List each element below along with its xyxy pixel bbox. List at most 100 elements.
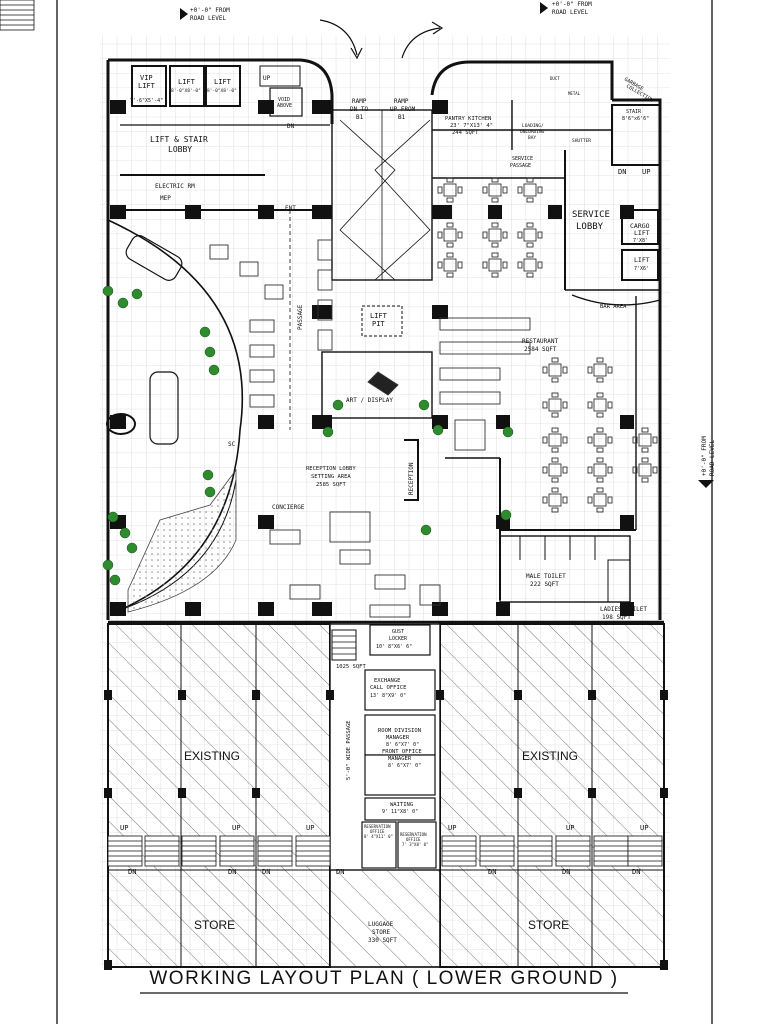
void-label: VOID <box>278 97 290 103</box>
reservation1-label: RESERVATION <box>364 824 391 829</box>
void-label-2: ABOVE <box>277 103 292 109</box>
lift-pit-label: LIFT <box>370 312 388 320</box>
ramp-up-label-3: B1 <box>398 114 406 121</box>
lower-ground-upper-block <box>106 58 664 624</box>
structural-columns <box>110 100 634 616</box>
lift-stair-lobby-label-2: LOBBY <box>168 145 192 154</box>
waiting-label: WAITING <box>390 802 413 808</box>
stair-up-3: UP <box>306 824 314 832</box>
stair-up-2: UP <box>232 824 240 832</box>
lower-columns <box>104 690 668 970</box>
loading-label: LOADING/ <box>522 123 544 129</box>
cargo-lift-size: 7'X8' <box>633 238 648 244</box>
reservation2-label: RESERVATION <box>400 832 427 837</box>
room-division-label: ROOM DIVISION <box>378 728 421 734</box>
front-office-size: 8' 6"X7' 0" <box>388 763 421 769</box>
cargo-lift-label: CARGO <box>630 222 650 230</box>
vip-lift-size: 7'-6"X5'-4" <box>130 98 163 104</box>
stair-dn-1: DN <box>128 868 136 876</box>
stair-up-5: UP <box>566 824 574 832</box>
male-toilet-label: MALE TOILET <box>526 573 566 580</box>
ladies-toilet-area: 198 SQFT <box>602 614 631 621</box>
front-office-label: FRONT OFFICE <box>382 749 422 755</box>
reception-lobby-label-2: SETTING AREA <box>311 474 351 480</box>
stair-dn-2: DN <box>228 868 236 876</box>
level-note-top-right-2: ROAD LEVEL <box>552 9 589 16</box>
stair-dn-top: DN <box>287 123 295 130</box>
stair-tr-label: STAIR <box>626 109 642 115</box>
ramp-direction-arrows <box>319 19 444 60</box>
stair-dn-7: DN <box>632 868 640 876</box>
duct-label: DUCT <box>550 76 560 81</box>
service-lobby-label-2: LOBBY <box>576 222 604 232</box>
reception-lobby-label: RECEPTION LOBBY <box>306 466 356 472</box>
luggage-area: 330 SQFT <box>368 937 397 944</box>
sc-label: SC <box>228 441 236 448</box>
lift3-size: 7'X6' <box>634 266 649 272</box>
exchange-label-2: CALL OFFICE <box>370 685 406 691</box>
planters <box>102 285 514 586</box>
reception-label: RECEPTION <box>408 462 415 495</box>
stair-tr-size: 8'6"x6'6" <box>622 116 649 122</box>
lift-pit-label-2: PIT <box>372 320 385 328</box>
stair-dn-5: DN <box>488 868 496 876</box>
pantry-size: 23' 7"X13' 4" <box>450 123 493 129</box>
metal-label: METAL <box>568 91 581 96</box>
level-note-side-2: ROAD LEVEL <box>709 439 716 476</box>
pantry-area: 244 SQFT <box>452 130 479 136</box>
reservation2-label-2: OFFICE <box>406 837 421 842</box>
stair-dn-3: DN <box>262 868 270 876</box>
shutter-label: SHUTTER <box>572 138 591 144</box>
ramp-up-label: RAMP <box>394 98 409 105</box>
waiting-size: 9' 11"X8' 0" <box>382 809 418 815</box>
ramp-dn-label: RAMP <box>352 98 367 105</box>
store-left-label: STORE <box>194 918 235 932</box>
service-passage-label-2: PASSAGE <box>510 163 531 169</box>
lift2-label: LIFT <box>214 78 232 86</box>
room-division-label-2: MANAGER <box>386 735 410 741</box>
level-note-side-1: +0'-0" FROM <box>701 436 708 476</box>
guest-locker-label: GUST <box>392 629 404 635</box>
electric-rm-label: ELECTRIC RM <box>155 183 195 190</box>
lift-stair-lobby-label: LIFT & STAIR <box>150 135 208 144</box>
sqft-1025-label: 1025 SQFT <box>336 664 366 670</box>
mep-label: MEP <box>160 195 171 202</box>
lobby-seating <box>209 239 441 618</box>
room-division-size: 8' 6"X7' 0" <box>386 742 419 748</box>
existing-left-label: EXISTING <box>184 749 240 763</box>
stair-tr-up: UP <box>642 168 650 176</box>
guest-locker-label-2: LOCKER <box>389 636 408 642</box>
stair-up-4: UP <box>448 824 456 832</box>
lift2-size: 8'-0"X8'-0" <box>207 88 237 94</box>
ramp-dn-label-3: B1 <box>356 114 364 121</box>
level-markers <box>180 2 714 488</box>
stair-up-6: UP <box>640 824 648 832</box>
luggage-label: LUGGAGE <box>368 921 394 928</box>
front-office-label-2: MANAGER <box>388 756 412 762</box>
reception-lobby-area: 2585 SQFT <box>316 482 346 488</box>
loading-label-2: UNLOADING <box>520 129 545 135</box>
ramp-up-label-2: UP FROM <box>390 106 416 113</box>
exchange-size: 13' 8"X9' 0" <box>370 693 406 699</box>
cargo-lift-label-2: LIFT <box>634 229 650 237</box>
luggage-label-2: STORE <box>372 929 390 936</box>
art-display-label: ART / DISPLAY <box>346 397 393 404</box>
lift3-label: LIFT <box>634 256 650 264</box>
ramp-dn-label-2: DN TO <box>350 106 368 113</box>
loading-label-3: BAY <box>528 135 536 141</box>
restaurant-area: 2584 SQFT <box>524 346 557 353</box>
pantry-label: PANTRY KITCHEN <box>445 116 491 122</box>
exchange-label: EXCHANGE <box>374 678 401 684</box>
bar-area-label: BAR AREA <box>600 304 627 310</box>
passage-label: PASSAGE <box>297 304 304 330</box>
lift1-size: 8'-0"X8'-0" <box>171 88 201 94</box>
service-passage-label: SERVICE <box>512 156 533 162</box>
restaurant-label: RESTAURANT <box>522 338 559 345</box>
store-right-label: STORE <box>528 918 569 932</box>
guest-locker-size: 10' 8"X6' 6" <box>376 644 412 650</box>
ladies-toilet-label: LADIES TOILET <box>600 606 647 613</box>
vip-lift-label: VIP <box>140 74 153 82</box>
vip-lift-label-2: LIFT <box>138 82 156 90</box>
lift1-label: LIFT <box>178 78 196 86</box>
